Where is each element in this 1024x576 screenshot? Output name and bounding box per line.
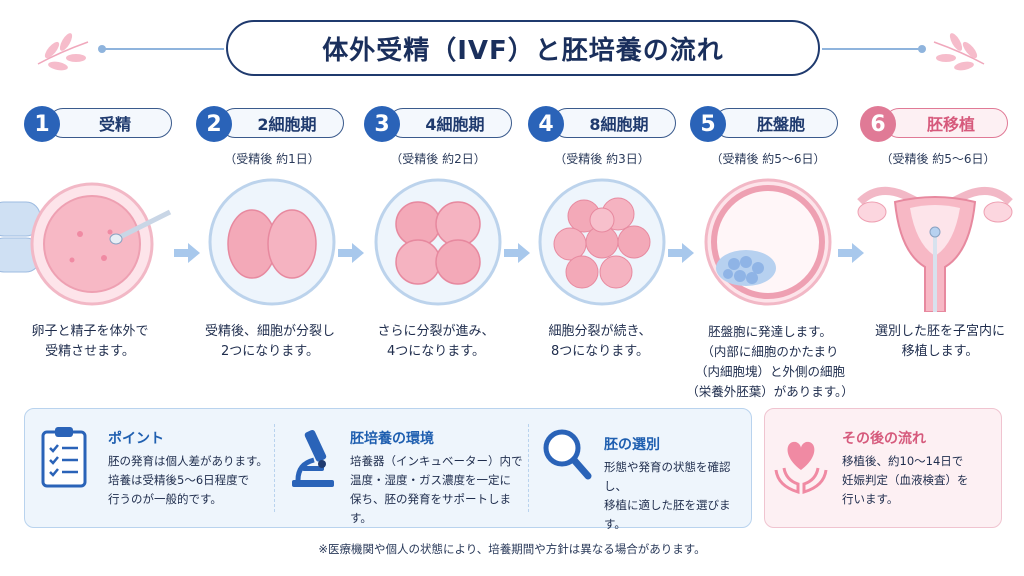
eight-cell-embryo-illustration [536,172,668,312]
info-next-title: その後の流れ [842,428,926,448]
four-cell-embryo-illustration [372,172,504,312]
step-3-label: 4細胞期 [388,108,512,138]
info-selection-text: 形態や発育の状態を確認し、移植に適した胚を選びます。 [604,458,750,534]
panel-divider [274,424,275,512]
leaf-left-decoration [30,28,100,72]
step-2-number: 2 [196,106,232,142]
step-3-number: 3 [364,106,400,142]
info-selection-title: 胚の選別 [604,434,660,454]
step-2-label: 2細胞期 [220,108,344,138]
clipboard-icon [40,424,88,488]
page-title: 体外受精（IVF）と胚培養の流れ [226,20,820,76]
arrow-right-icon [172,242,202,264]
arrow-right-icon [666,242,696,264]
blastocyst-illustration [702,172,834,312]
panel-divider [528,424,529,512]
title-line-left [104,48,224,50]
step-1-header: 1 受精 [24,106,174,140]
step-3-header: 3 4細胞期 [364,106,514,140]
heart-hands-icon [772,430,830,496]
fertilization-illustration [0,172,175,312]
title-dot-left [98,45,106,53]
step-4-label: 8細胞期 [552,108,676,138]
info-next-text: 移植後、約10〜14日で妊娠判定（血液検査）を行います。 [842,452,998,509]
step-6-number: 6 [860,106,896,142]
info-point-text: 胚の発育は個人差があります。培養は受精後5〜6日程度で行うのが一般的です。 [108,452,272,509]
step-5-timing: （受精後 約5〜6日） [688,150,848,167]
step-5-number: 5 [690,106,726,142]
magnifier-icon [542,428,592,482]
step-5-label: 胚盤胞 [714,108,838,138]
step-6-timing: （受精後 約5〜6日） [858,150,1018,167]
step-6-label: 胚移植 [884,108,1008,138]
step-1-number: 1 [24,106,60,142]
step-5-header: 5 胚盤胞 [690,106,840,140]
footnote: ※医療機関や個人の状態により、培養期間や方針は異なる場合があります。 [0,541,1024,557]
title-dot-right [918,45,926,53]
info-point-title: ポイント [108,428,164,448]
step-3-timing: （受精後 約2日） [358,150,518,167]
step-6-header: 6 胚移植 [860,106,1010,140]
microscope-icon [288,424,338,490]
step-3-description: さらに分裂が進み、4つになります。 [356,322,516,362]
step-4-header: 4 8細胞期 [528,106,678,140]
arrow-right-icon [336,242,366,264]
step-4-description: 細胞分裂が続き、8つになります。 [520,322,680,362]
step-4-number: 4 [528,106,564,142]
uterus-transfer-illustration [850,172,1020,312]
info-environment-title: 胚培養の環境 [350,428,434,448]
leaf-right-decoration [922,28,992,72]
step-6-description: 選別した胚を子宮内に移植します。 [856,322,1024,362]
two-cell-embryo-illustration [206,172,338,312]
step-1-label: 受精 [48,108,172,138]
step-2-header: 2 2細胞期 [196,106,346,140]
step-1-description: 卵子と精子を体外で受精させます。 [0,322,180,362]
arrow-right-icon [836,242,866,264]
step-4-timing: （受精後 約3日） [522,150,682,167]
step-5-description: 胚盤胞に発達します。（内部に細胞のかたまり （内細胞塊）と外側の細胞（栄養外胚葉… [678,322,862,402]
title-line-right [822,48,922,50]
arrow-right-icon [502,242,532,264]
info-environment-text: 培養器（インキュベーター）内で温度・湿度・ガス濃度を一定に保ち、胚の発育をサポー… [350,452,526,528]
step-2-timing: （受精後 約1日） [192,150,352,167]
